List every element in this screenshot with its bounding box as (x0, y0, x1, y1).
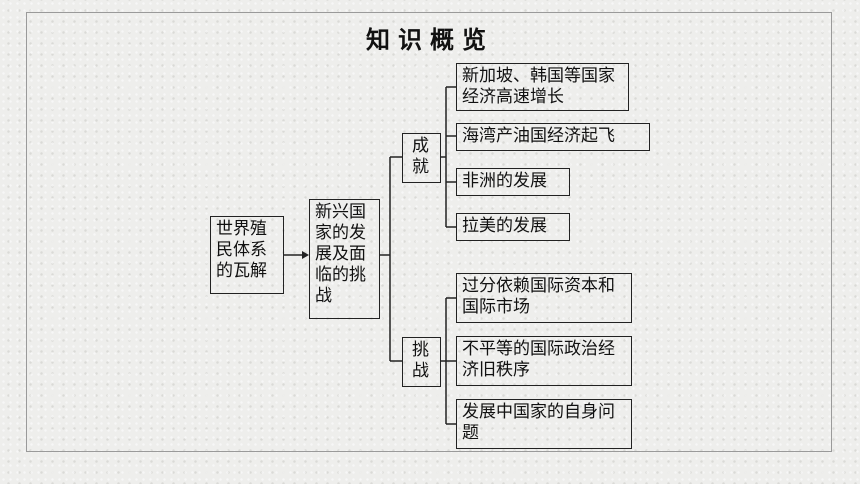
challenge-item: 过分依赖国际资本和国际市场 (456, 273, 632, 323)
achievement-item: 拉美的发展 (456, 213, 570, 241)
branch-achievements-label: 成就 (412, 136, 429, 177)
middle-node: 新兴国家的发展及面临的挑战 (309, 199, 380, 319)
achievement-item-label: 海湾产油国经济起飞 (462, 126, 615, 146)
arrow-head-icon (302, 251, 309, 259)
branch-challenges: 挑战 (402, 337, 441, 387)
root-node-label: 世界殖民体系的瓦解 (216, 219, 267, 281)
branch-challenges-label: 挑战 (412, 340, 429, 381)
achievement-item-label: 新加坡、韩国等国家经济高速增长 (462, 66, 615, 107)
achievement-item: 海湾产油国经济起飞 (456, 123, 650, 151)
achievement-item: 新加坡、韩国等国家经济高速增长 (456, 63, 629, 111)
middle-node-label: 新兴国家的发展及面临的挑战 (315, 202, 366, 306)
slide-frame (26, 12, 832, 452)
achievement-item-label: 非洲的发展 (462, 171, 547, 191)
challenge-item-label: 过分依赖国际资本和国际市场 (462, 276, 615, 317)
branch-achievements: 成就 (402, 133, 441, 183)
achievement-item: 非洲的发展 (456, 168, 570, 196)
challenge-item-label: 不平等的国际政治经济旧秩序 (462, 339, 615, 380)
root-node: 世界殖民体系的瓦解 (210, 216, 284, 294)
challenge-item: 发展中国家的自身问题 (456, 399, 632, 449)
page-title: 知识概览 (366, 25, 494, 54)
challenge-item-label: 发展中国家的自身问题 (462, 402, 615, 443)
achievement-item-label: 拉美的发展 (462, 216, 547, 236)
challenge-item: 不平等的国际政治经济旧秩序 (456, 336, 632, 386)
